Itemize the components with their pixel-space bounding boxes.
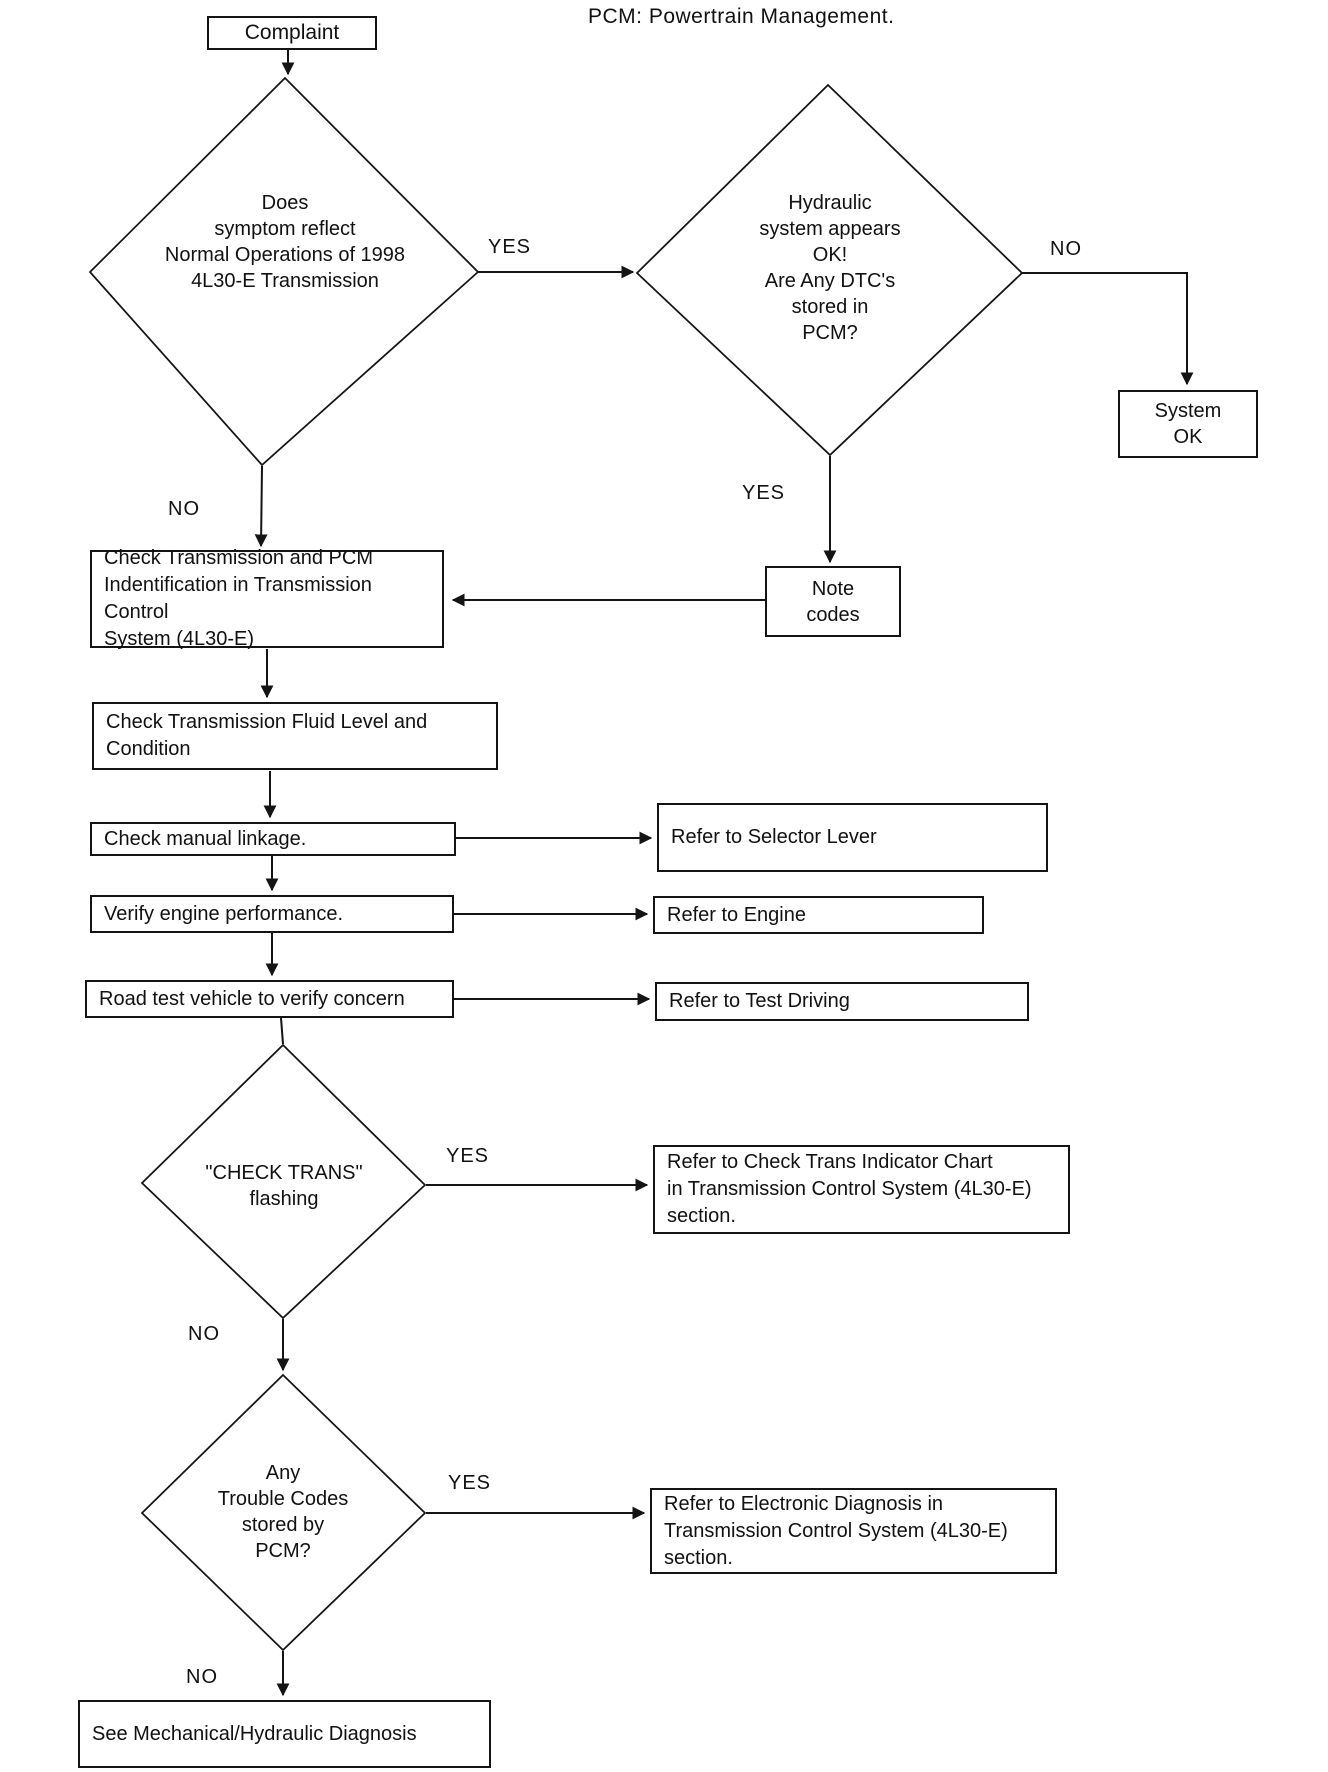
decision-trouble-codes-shape bbox=[140, 1373, 427, 1652]
decision-hydraulic-dtc-shape bbox=[635, 83, 1024, 457]
edge-d2-no-to-system-ok bbox=[1022, 272, 1194, 386]
node-refer-engine: Refer to Engine bbox=[653, 896, 984, 934]
node-check-transmission-pcm: Check Transmission and PCM Indentificati… bbox=[90, 547, 444, 650]
node-refer-selector-lever: Refer to Selector Lever bbox=[657, 803, 1048, 872]
decision-symptom-normal-shape bbox=[88, 76, 480, 467]
node-system-ok: System OK bbox=[1118, 390, 1258, 458]
node-refer-test-driving: Refer to Test Driving bbox=[655, 982, 1029, 1021]
node-verify-engine-performance: Verify engine performance. bbox=[90, 895, 454, 933]
node-check-fluid-level: Check Transmission Fluid Level and Condi… bbox=[92, 702, 498, 770]
edge-label-d2-yes: YES bbox=[742, 482, 786, 504]
node-road-test-vehicle: Road test vehicle to verify concern bbox=[85, 980, 454, 1018]
node-refer-check-trans-indicator-chart: Refer to Check Trans Indicator Chart in … bbox=[653, 1145, 1070, 1234]
edge-label-d2-no: NO bbox=[1050, 238, 1082, 260]
edge-d1-no-to-check-trans-pcm bbox=[254, 465, 268, 548]
node-see-mechanical-hydraulic-diagnosis: See Mechanical/Hydraulic Diagnosis bbox=[78, 1700, 491, 1768]
edge-label-d1-no: NO bbox=[168, 498, 200, 520]
edge-label-d3-no: NO bbox=[188, 1323, 220, 1345]
decision-check-trans-flashing-shape bbox=[140, 1043, 427, 1320]
node-note-codes: Note codes bbox=[765, 566, 901, 637]
edge-label-d4-no: NO bbox=[186, 1666, 218, 1688]
edge-label-d4-yes: YES bbox=[448, 1472, 492, 1494]
page-title: PCM: Powertrain Management. bbox=[588, 5, 895, 28]
node-refer-electronic-diagnosis: Refer to Electronic Diagnosis in Transmi… bbox=[650, 1488, 1057, 1574]
edge-label-d3-yes: YES bbox=[446, 1145, 490, 1167]
node-check-manual-linkage: Check manual linkage. bbox=[90, 822, 456, 856]
node-complaint: Complaint bbox=[207, 16, 377, 50]
edge-road-test-to-d3 bbox=[280, 1017, 284, 1045]
edge-label-d1-yes: YES bbox=[488, 236, 532, 258]
